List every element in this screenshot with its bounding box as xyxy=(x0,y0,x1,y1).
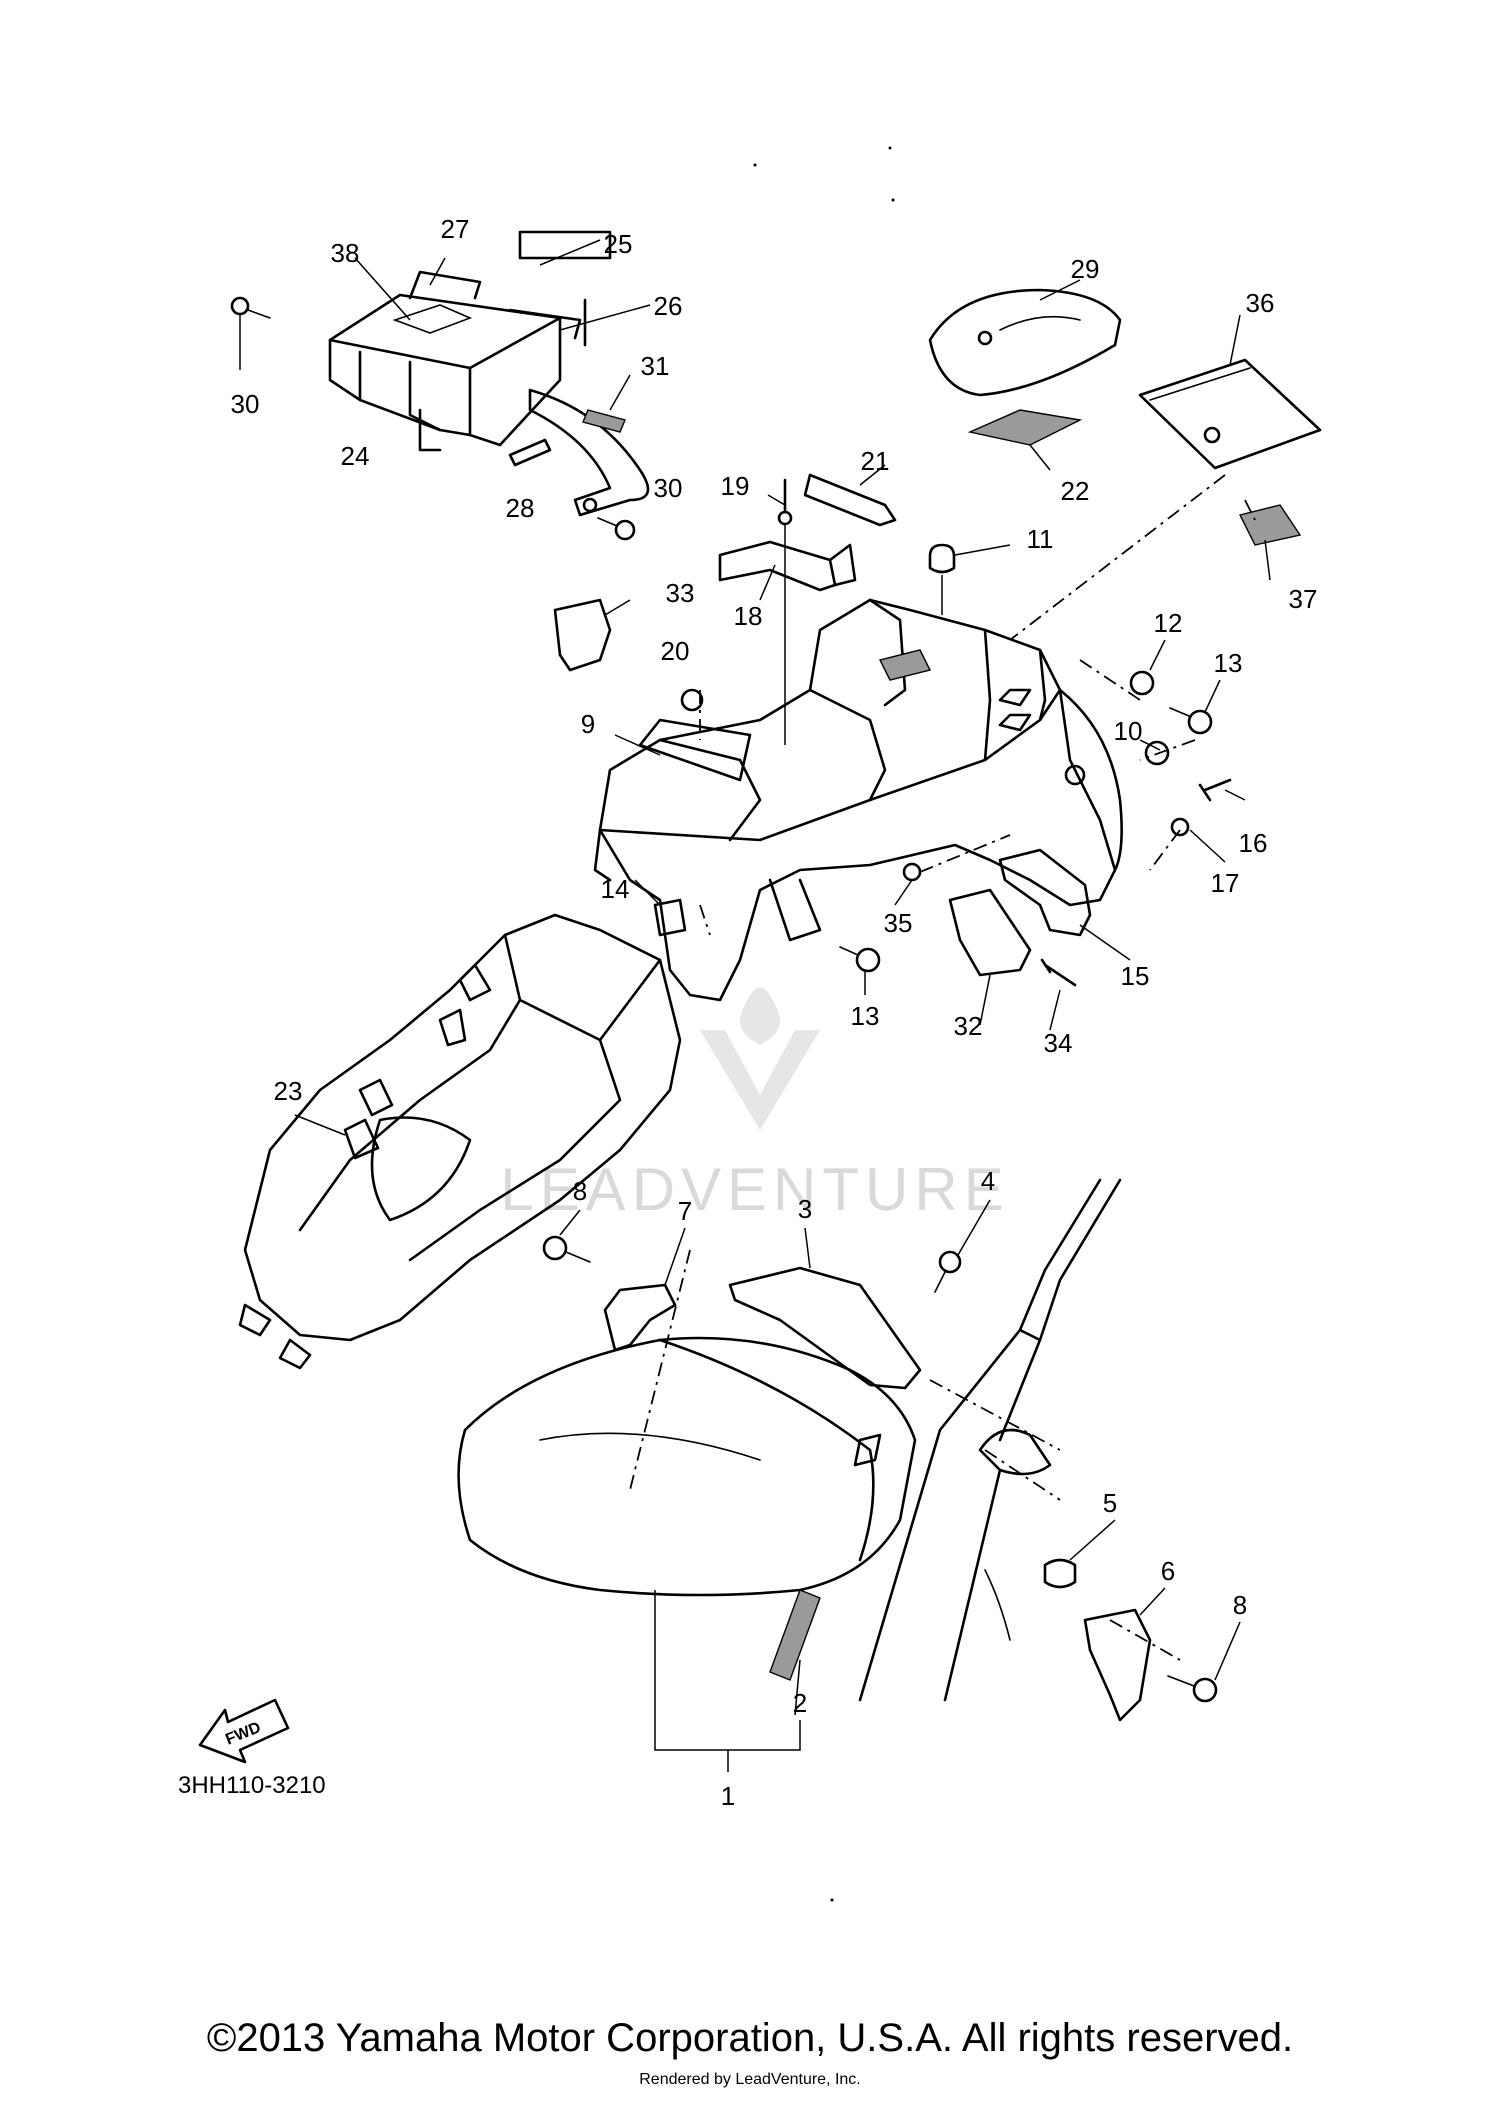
part-10-grommet xyxy=(1144,740,1170,766)
drawing-code: 3HH110-3210 xyxy=(178,1772,326,1799)
part-22-pad xyxy=(967,409,1083,446)
part-label-31: 31 xyxy=(641,351,670,381)
part-24-tail-cowl xyxy=(328,293,562,452)
part-31-reflector xyxy=(582,409,626,433)
part-label-37: 37 xyxy=(1289,584,1318,614)
part-label-24: 24 xyxy=(341,441,370,471)
part-label-7: 7 xyxy=(678,1196,692,1226)
part-label-1: 1 xyxy=(721,1781,735,1811)
part-label-29: 29 xyxy=(1071,254,1100,284)
part-20-grommet xyxy=(680,688,704,712)
part-25-sticker xyxy=(518,230,612,260)
part-label-4: 4 xyxy=(981,1166,995,1196)
part-label-9: 9 xyxy=(581,709,595,739)
watermark-text: LEADVENTURE xyxy=(500,1156,1009,1223)
part-12-grommet xyxy=(1129,670,1155,696)
leader-lines xyxy=(294,239,1271,1772)
part-label-14: 14 xyxy=(601,874,630,904)
part-label-6: 6 xyxy=(1161,1556,1175,1586)
scan-specks xyxy=(753,146,895,1902)
part-21-strap xyxy=(803,473,897,527)
part-8-bolt-left xyxy=(542,1235,591,1263)
part-34-screw xyxy=(1040,958,1077,987)
part-label-8-left: 8 xyxy=(573,1176,587,1206)
part-label-23: 23 xyxy=(274,1076,303,1106)
part-label-30-top: 30 xyxy=(231,389,260,419)
part-label-20: 20 xyxy=(661,636,690,666)
part-3-fender-stay xyxy=(728,1266,922,1390)
fwd-arrow-label: FWD xyxy=(223,1719,263,1748)
part-14-clip xyxy=(653,898,687,937)
part-33-bracket xyxy=(553,598,612,672)
part-18-bracket xyxy=(718,540,857,592)
part-30-screw-top xyxy=(230,296,271,370)
part-32-bracket xyxy=(948,888,1032,977)
part-label-36: 36 xyxy=(1246,288,1275,318)
part-label-11: 11 xyxy=(1027,524,1054,554)
part-label-15: 15 xyxy=(1121,961,1150,991)
part-8-bolt-right xyxy=(1167,1675,1218,1703)
part-label-19: 19 xyxy=(721,471,750,501)
part-label-25: 25 xyxy=(604,229,633,259)
leadventure-watermark: LEADVENTURE xyxy=(500,987,1009,1223)
part-5-grommet xyxy=(1043,1558,1077,1589)
part-36-plate xyxy=(1138,358,1322,470)
part-11-grommet xyxy=(928,543,956,574)
part-30-screw-mid xyxy=(597,517,636,541)
part-label-5: 5 xyxy=(1103,1488,1117,1518)
part-label-10: 10 xyxy=(1114,716,1143,746)
part-15-bracket xyxy=(998,848,1092,937)
assembly-centerlines xyxy=(629,474,1256,1661)
fwd-arrow-icon: FWD xyxy=(198,1698,290,1764)
part-side-rail xyxy=(528,388,650,517)
part-labels: 1 2 3 4 5 6 7 8 8 9 10 11 12 13 13 14 15… xyxy=(231,214,1318,1811)
part-label-12: 12 xyxy=(1154,608,1183,638)
part-9-rear-fender xyxy=(593,598,1123,1002)
part-label-22: 22 xyxy=(1061,476,1090,506)
part-label-13-upper: 13 xyxy=(1214,648,1243,678)
part-label-30-mid: 30 xyxy=(654,473,683,503)
part-label-34: 34 xyxy=(1044,1028,1073,1058)
part-16-rivet xyxy=(1198,778,1232,802)
part-label-35: 35 xyxy=(884,908,913,938)
part-label-38: 38 xyxy=(331,238,360,268)
rendered-by-notice: Rendered by LeadVenture, Inc. xyxy=(639,2071,861,2088)
part-label-21: 21 xyxy=(861,446,890,476)
part-label-2: 2 xyxy=(793,1688,807,1718)
part-label-16: 16 xyxy=(1239,828,1268,858)
part-2-reflector xyxy=(769,1589,821,1681)
copyright-notice: ©2013 Yamaha Motor Corporation, U.S.A. A… xyxy=(206,2016,1294,2060)
part-37-pad xyxy=(1238,504,1302,546)
part-label-28: 28 xyxy=(506,493,535,523)
part-27-strip xyxy=(408,270,482,300)
part-13-bolt-lower xyxy=(839,946,881,973)
part-label-26: 26 xyxy=(654,291,683,321)
part-4-bolt xyxy=(934,1250,962,1293)
part-label-18: 18 xyxy=(734,601,763,631)
part-1-front-fender xyxy=(457,1336,917,1597)
part-35-washer xyxy=(902,862,922,882)
part-6-bracket xyxy=(1083,1608,1152,1722)
front-fork xyxy=(858,1178,1122,1702)
part-29-seat-cowl xyxy=(928,288,1122,397)
part-13-bolt-upper xyxy=(1169,707,1213,735)
part-23-inner-fender xyxy=(238,913,682,1370)
part-label-33: 33 xyxy=(666,578,695,608)
part-17-washer xyxy=(1170,817,1190,837)
part-label-13-lower: 13 xyxy=(851,1001,880,1031)
part-19-bolt xyxy=(777,478,793,745)
part-7-bracket xyxy=(603,1283,677,1352)
part-label-27: 27 xyxy=(441,214,470,244)
part-label-32: 32 xyxy=(954,1011,983,1041)
part-label-8-right: 8 xyxy=(1233,1590,1247,1620)
part-28-clip xyxy=(508,438,552,467)
part-label-3: 3 xyxy=(798,1194,812,1224)
part-label-17: 17 xyxy=(1211,868,1240,898)
